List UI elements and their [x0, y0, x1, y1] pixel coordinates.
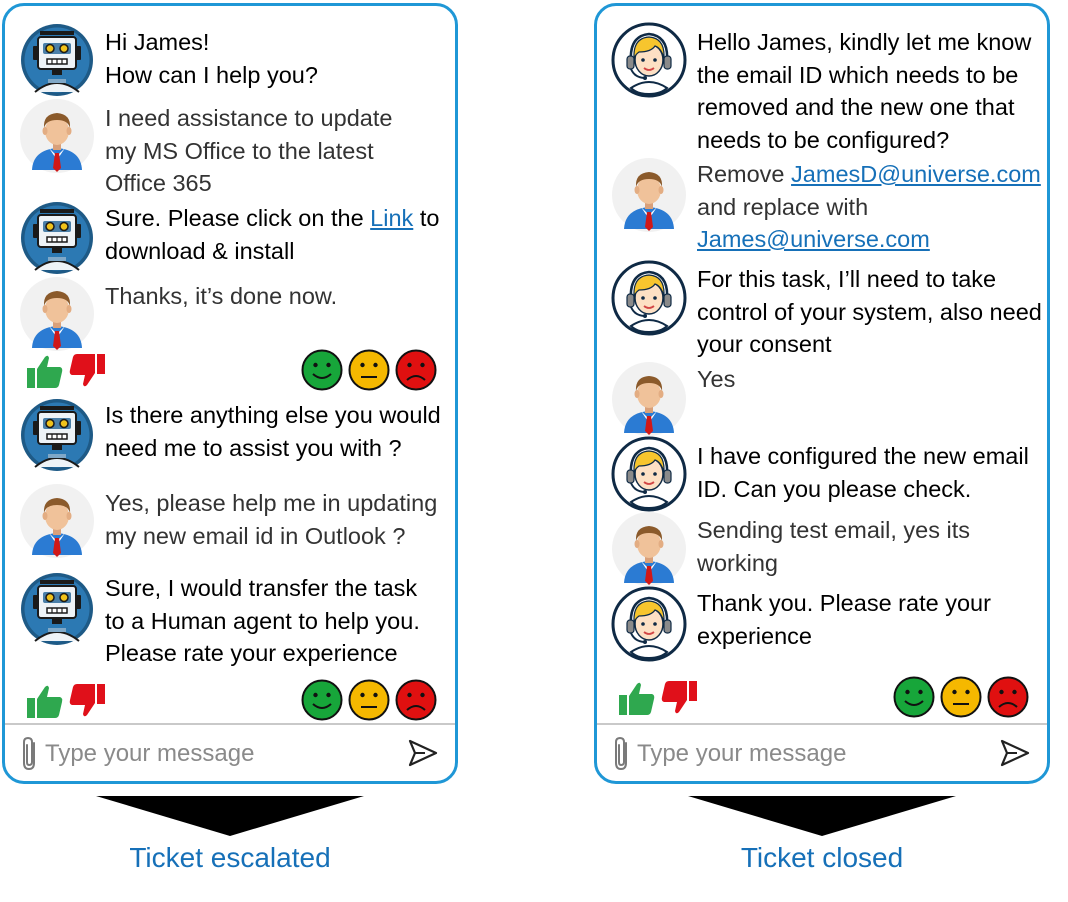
message-text-segment: Hi James! How can I help you? — [105, 29, 318, 88]
message-text-segment: For this task, I’ll need to take control… — [697, 266, 1042, 357]
chat-panel-escalated: Hi James! How can I help you? I need ass… — [2, 3, 458, 784]
user-avatar-icon — [19, 483, 95, 559]
message-input[interactable] — [635, 735, 979, 773]
message-text-segment: Yes, please help me in updating my new e… — [105, 490, 438, 549]
user-avatar-icon — [611, 157, 687, 233]
thumbs-up-icon[interactable] — [25, 351, 65, 391]
caption-escalated: Ticket escalated — [129, 842, 331, 873]
message-text: Hello James, kindly let me know the emai… — [697, 26, 1047, 156]
caption-closed: Ticket closed — [740, 842, 904, 873]
paperclip-icon[interactable] — [19, 735, 41, 773]
headset-agent-icon — [611, 260, 687, 336]
neutral-face-icon[interactable] — [940, 676, 982, 718]
sad-face-icon[interactable] — [395, 349, 437, 391]
message-text: Sure, I would transfer the task to a Hum… — [105, 572, 455, 670]
message-input[interactable] — [43, 735, 387, 773]
message-text: Yes — [697, 363, 1047, 396]
message-text: Hi James! How can I help you? — [105, 26, 455, 91]
message-text-segment: Hello James, kindly let me know the emai… — [697, 29, 1032, 153]
send-icon[interactable] — [999, 737, 1031, 769]
message-text-segment: Thanks, it’s done now. — [105, 283, 338, 309]
sad-face-icon[interactable] — [395, 679, 437, 721]
headset-agent-icon — [611, 586, 687, 662]
happy-face-icon[interactable] — [301, 349, 343, 391]
thumbs-down-icon[interactable] — [67, 351, 107, 391]
message-text-segment: Sure, I would transfer the task to a Hum… — [105, 575, 420, 666]
message-text-segment: and replace with — [697, 193, 869, 220]
neutral-face-icon[interactable] — [348, 349, 390, 391]
message-text: Sending test email, yes its working — [697, 514, 1047, 579]
neutral-face-icon[interactable] — [348, 679, 390, 721]
happy-face-icon[interactable] — [301, 679, 343, 721]
sad-face-icon[interactable] — [987, 676, 1029, 718]
robot-icon — [19, 22, 95, 98]
feedback-row — [597, 674, 1050, 722]
feedback-row — [5, 677, 458, 725]
robot-icon — [19, 397, 95, 473]
message-text-segment: Is there anything else you would need me… — [105, 402, 441, 461]
down-arrow-shape — [96, 796, 364, 836]
headset-agent-icon — [611, 22, 687, 98]
down-arrow-shape — [688, 796, 956, 836]
message-text: Thanks, it’s done now. — [105, 280, 455, 313]
user-avatar-icon — [19, 276, 95, 352]
thumbs-down-icon[interactable] — [67, 681, 107, 721]
message-input-bar — [597, 723, 1047, 781]
user-avatar-icon — [19, 98, 95, 174]
message-text: Yes, please help me in updating my new e… — [105, 487, 455, 552]
message-text: Remove JamesD@universe.com and replace w… — [697, 158, 1047, 256]
headset-agent-icon — [611, 436, 687, 512]
message-text-segment: Sending test email, yes its working — [697, 517, 970, 576]
message-input-bar — [5, 723, 455, 781]
message-text-segment: Thank you. Please rate your experience — [697, 590, 991, 649]
thumbs-down-icon[interactable] — [659, 678, 699, 718]
message-text-segment: I need assistance to update my MS Office… — [105, 105, 393, 196]
message-text-segment: Sure. Please click on the — [105, 205, 371, 231]
message-link[interactable]: JamesD@universe.com — [791, 161, 1041, 187]
thumbs-up-icon[interactable] — [25, 681, 65, 721]
message-text: Is there anything else you would need me… — [105, 399, 455, 464]
robot-icon — [19, 571, 95, 647]
user-avatar-icon — [611, 511, 687, 587]
message-text-segment: I have configured the new email ID. Can … — [697, 443, 1029, 502]
message-link[interactable]: Link — [370, 205, 414, 231]
paperclip-icon[interactable] — [611, 735, 633, 773]
feedback-row — [5, 347, 458, 395]
message-text-segment: to download & install — [105, 205, 440, 264]
happy-face-icon[interactable] — [893, 676, 935, 718]
message-text: Sure. Please click on the Link to downlo… — [105, 202, 455, 267]
message-text: I have configured the new email ID. Can … — [697, 440, 1047, 505]
message-text: For this task, I’ll need to take control… — [697, 263, 1047, 361]
send-icon[interactable] — [407, 737, 439, 769]
message-link[interactable]: James@universe.com — [697, 226, 930, 252]
message-text: I need assistance to update my MS Office… — [105, 102, 455, 200]
thumbs-up-icon[interactable] — [617, 678, 657, 718]
user-avatar-icon — [611, 361, 687, 437]
message-text: Thank you. Please rate your experience — [697, 587, 1047, 652]
message-text-segment: Yes — [697, 366, 736, 392]
chat-panel-closed: Hello James, kindly let me know the emai… — [594, 3, 1050, 784]
message-text-segment: Remove — [697, 161, 792, 187]
robot-icon — [19, 200, 95, 276]
